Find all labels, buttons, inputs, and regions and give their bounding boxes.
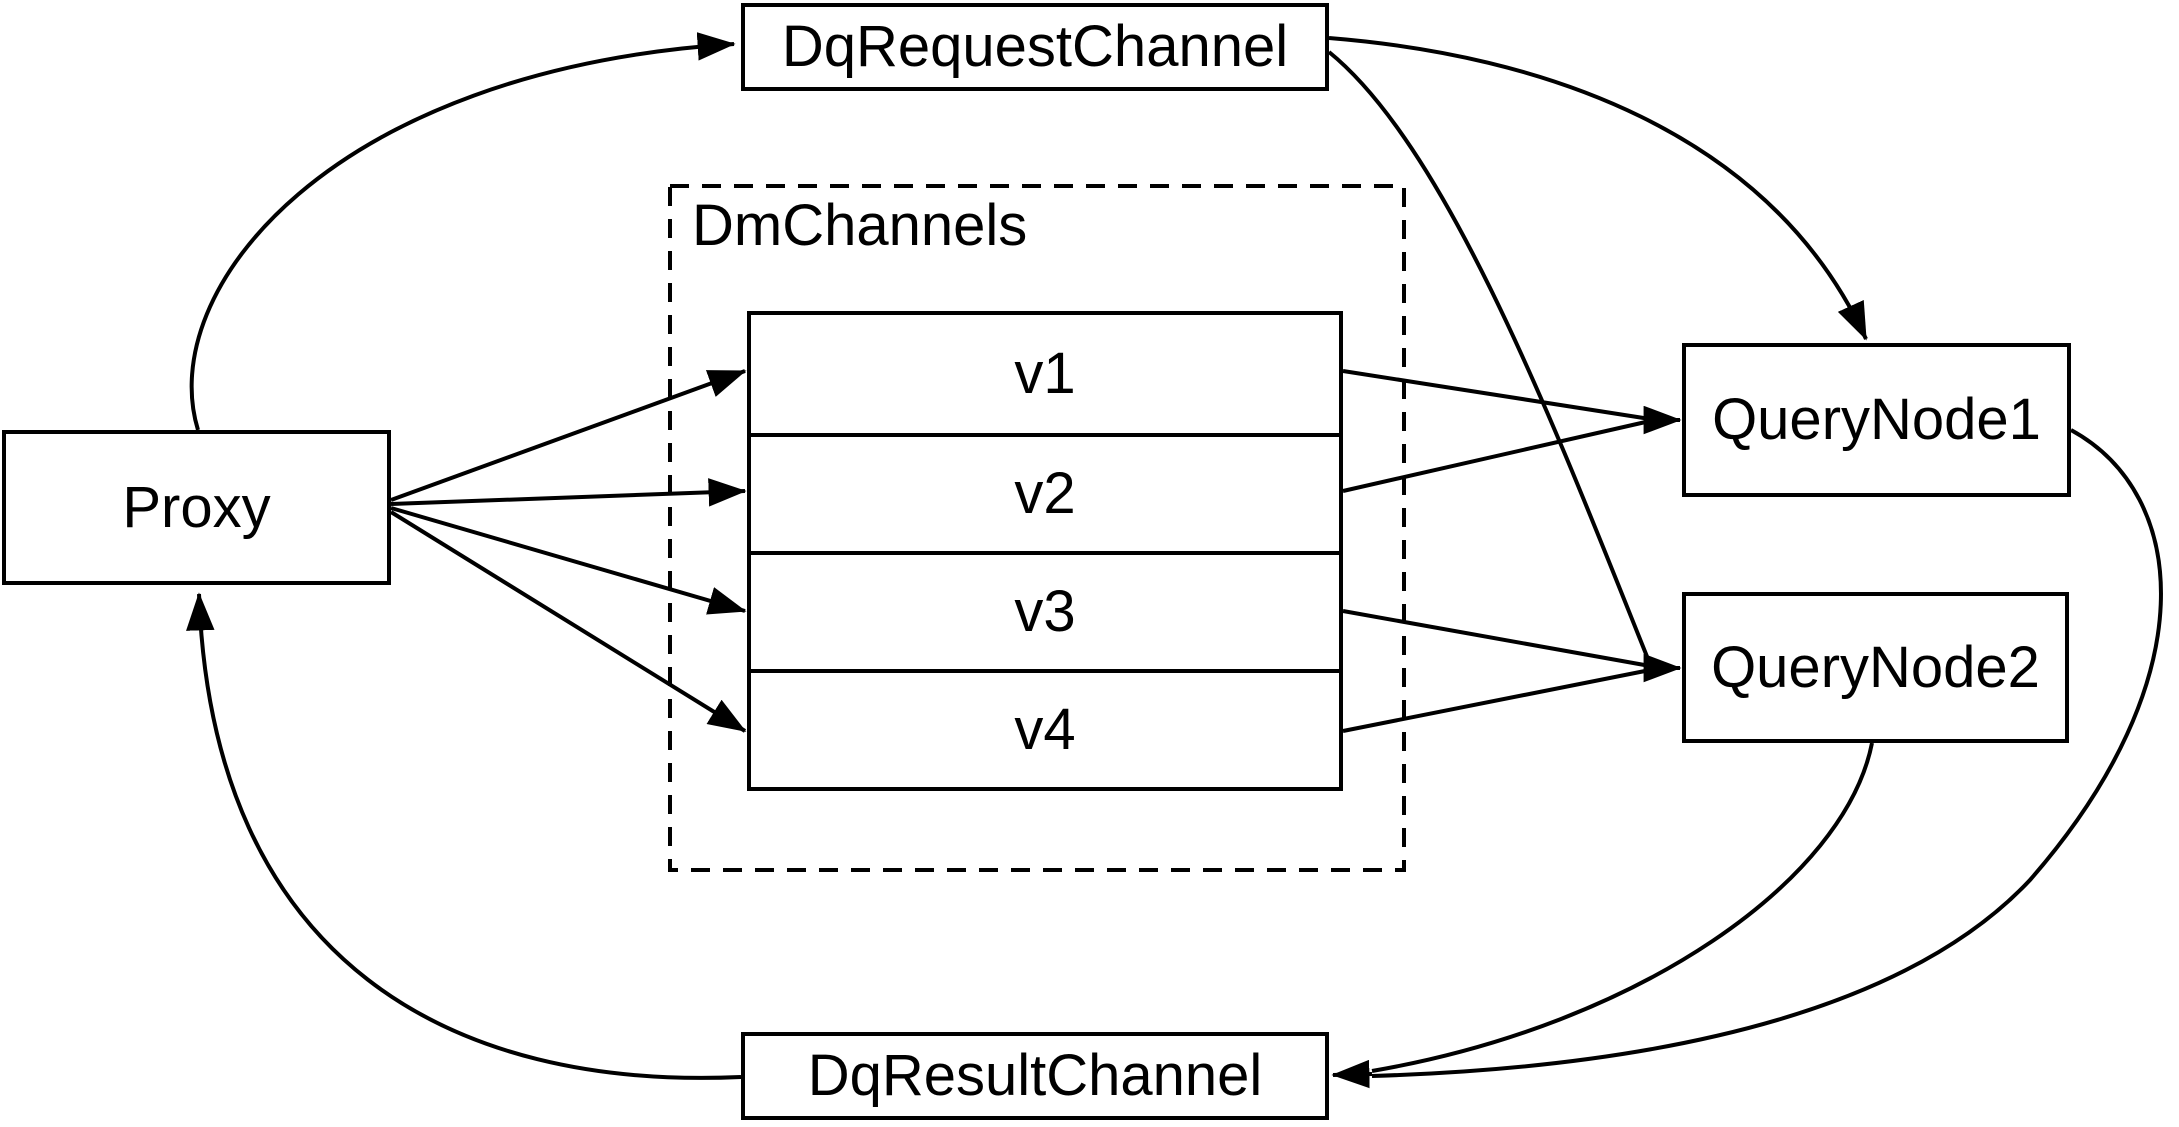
node-proxy: Proxy	[2, 430, 391, 585]
node-dq-request-channel-label: DqRequestChannel	[781, 14, 1289, 79]
edge-arrow-into-dqresultchannel	[1331, 1059, 1373, 1089]
node-query-node-2: QueryNode2	[1682, 592, 2069, 743]
edge-v3-to-querynode2	[1342, 609, 1651, 668]
edge-dqresultchannel-to-proxy	[186, 592, 742, 1080]
dm-channels-table: v1 v2 v3 v4	[747, 311, 1343, 791]
channel-v1-label: v1	[1014, 341, 1076, 406]
node-dq-result-channel-label: DqResultChannel	[807, 1043, 1263, 1108]
edge-querynode1-to-dqresultchannel	[1371, 428, 2163, 1078]
edge-v4-to-querynode2	[1342, 668, 1651, 733]
node-query-node-1: QueryNode1	[1682, 343, 2071, 497]
edge-proxy-to-v4	[389, 510, 747, 733]
edge-v2-to-querynode1	[1342, 419, 1651, 493]
edge-proxy-to-v2	[390, 478, 747, 507]
edge-v1-to-querynode1	[1342, 369, 1651, 421]
edge-proxy-to-dqrequestchannel	[189, 32, 736, 431]
edge-dqrequestchannel-to-querynode1	[1328, 36, 1868, 341]
edge-proxy-to-v3	[390, 506, 747, 615]
channel-row-v1: v1	[751, 315, 1339, 433]
dm-channels-group-label: DmChannels	[692, 193, 1028, 258]
channel-v4-label: v4	[1014, 697, 1076, 762]
channel-v2-label: v2	[1014, 461, 1076, 526]
node-query-node-2-label: QueryNode2	[1711, 634, 2040, 700]
edge-dqrequestchannel-to-querynode2	[1327, 50, 1652, 665]
node-proxy-label: Proxy	[122, 474, 271, 540]
channel-row-v3: v3	[751, 551, 1339, 669]
node-query-node-1-label: QueryNode1	[1712, 387, 2041, 452]
node-dq-result-channel: DqResultChannel	[741, 1032, 1329, 1120]
edge-querynode2-to-dqresultchannel	[1371, 742, 1874, 1073]
channel-v3-label: v3	[1014, 579, 1076, 644]
node-dq-request-channel: DqRequestChannel	[741, 3, 1329, 91]
edge-proxy-to-v1	[390, 369, 747, 502]
channel-row-v4: v4	[751, 669, 1339, 787]
channel-row-v2: v2	[751, 433, 1339, 551]
